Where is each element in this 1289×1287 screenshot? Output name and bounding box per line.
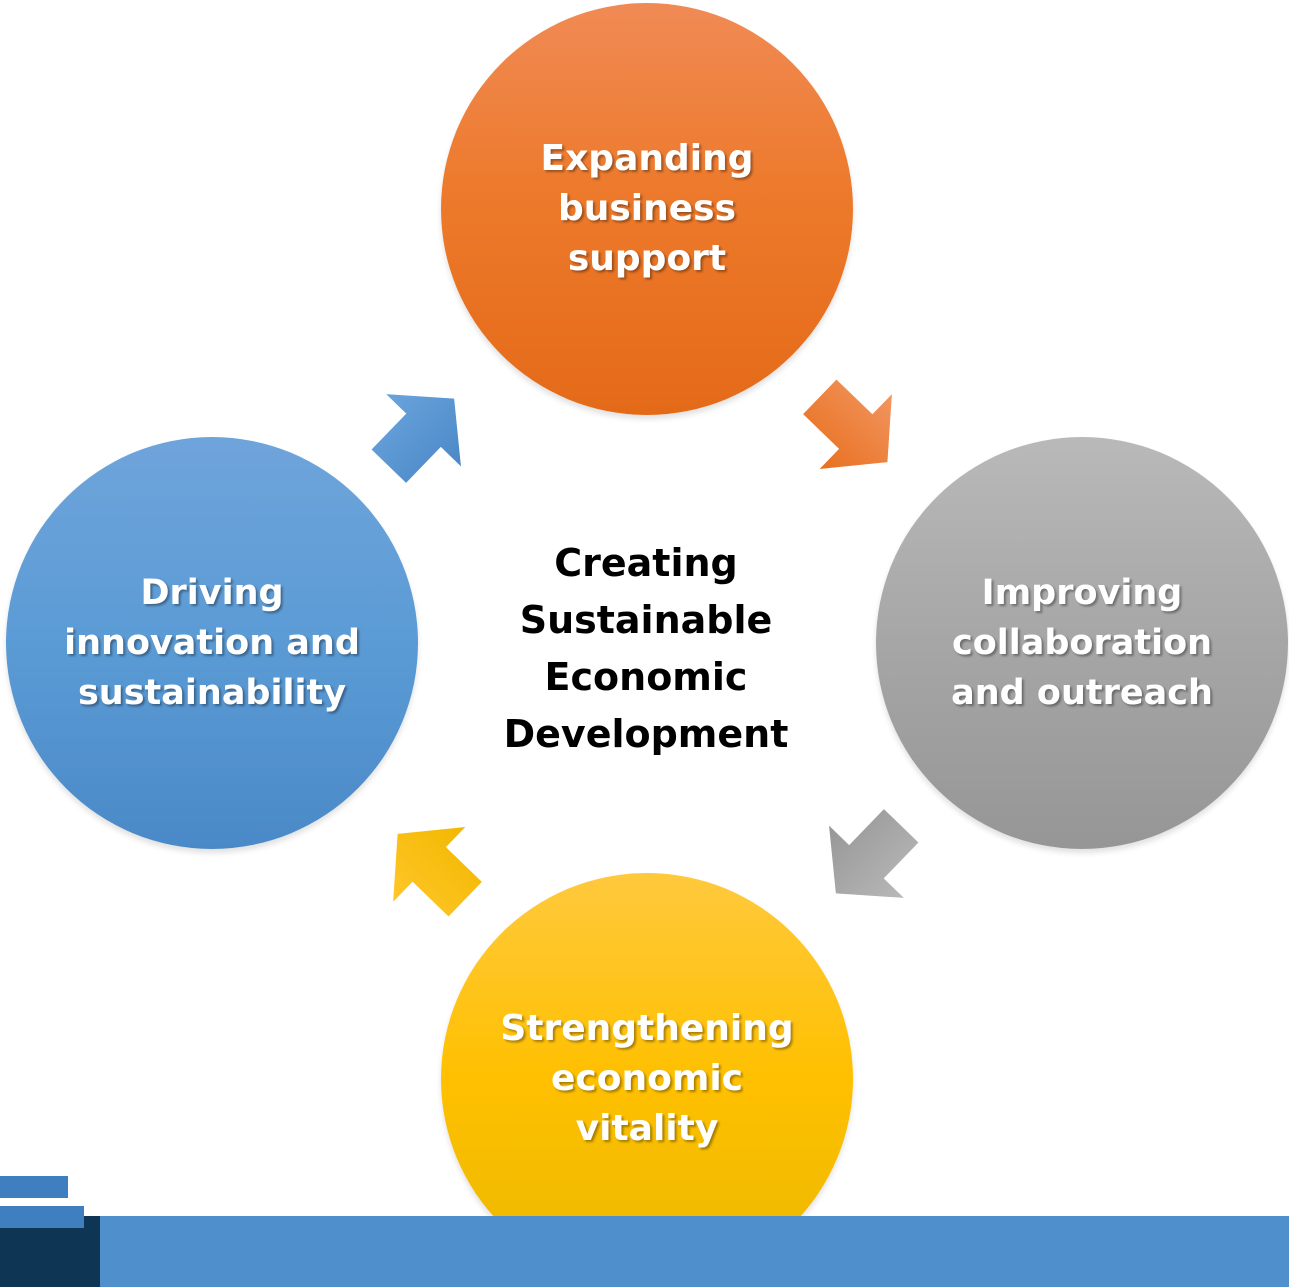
center-title: Creating Sustainable Economic Developmen…	[486, 535, 806, 763]
center-title-line: Economic	[544, 655, 748, 699]
node-expanding-business-support: Expanding business support	[441, 3, 853, 415]
footer-step-shape	[0, 1176, 68, 1202]
footer-bar	[0, 1216, 1289, 1287]
node-label: Improving collaboration and outreach	[951, 573, 1213, 713]
footer-step-shape	[0, 1206, 84, 1228]
node-improving-collaboration: Improving collaboration and outreach	[876, 437, 1288, 849]
node-label: Strengthening economic vitality	[500, 1008, 794, 1149]
arrow-top-to-right	[803, 379, 892, 469]
node-label: Driving innovation and sustainability	[64, 573, 360, 713]
arrow-right-to-bottom	[829, 809, 919, 898]
center-title-line: Development	[503, 712, 789, 756]
node-strengthening-economic-vitality: Strengthening economic vitality	[441, 873, 853, 1285]
node-driving-innovation: Driving innovation and sustainability	[6, 437, 418, 849]
center-title-line: Sustainable	[519, 598, 773, 642]
arrow-left-to-top	[371, 394, 461, 483]
arrow-bottom-to-left	[393, 827, 482, 917]
center-title-line: Creating	[554, 541, 738, 585]
node-label: Expanding business support	[540, 138, 754, 279]
